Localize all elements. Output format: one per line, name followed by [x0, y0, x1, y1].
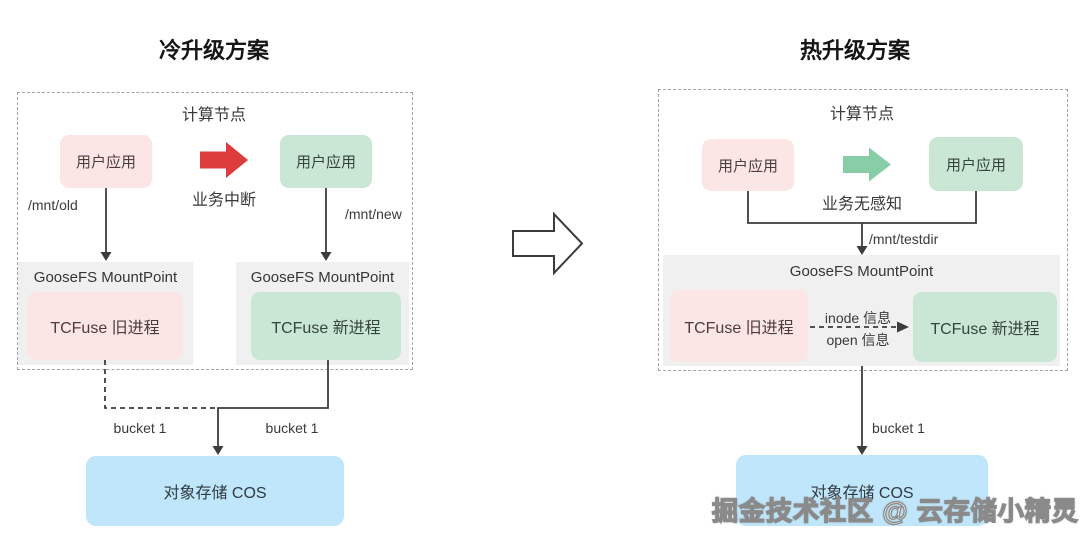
cold-mount-old-label: /mnt/old — [28, 197, 78, 213]
hot-cos-storage: 对象存储 COS — [736, 455, 988, 526]
cold-mountpoint-new-header: GooseFS MountPoint — [250, 269, 395, 286]
cold-mount-new-label: /mnt/new — [345, 206, 402, 222]
cold-cos-storage: 对象存储 COS — [86, 456, 344, 526]
cold-user-app-new: 用户应用 — [280, 135, 372, 188]
cold-tcfuse-old-process: TCFuse 旧进程 — [27, 292, 183, 360]
hot-handoff-open-label: open 信息 — [826, 332, 890, 348]
cold-mountpoint-old-box: GooseFS MountPoint TCFuse 旧进程 — [18, 262, 193, 365]
cold-compute-node-label: 计算节点 — [181, 107, 246, 124]
cold-transition-label: 业务中断 — [191, 192, 256, 209]
hot-user-app-new: 用户应用 — [929, 137, 1023, 191]
hot-user-app-old: 用户应用 — [702, 139, 794, 191]
cold-user-app-old: 用户应用 — [60, 135, 152, 188]
hot-transition-label: 业务无感知 — [821, 196, 902, 213]
cold-mountpoint-old-header: GooseFS MountPoint — [33, 269, 178, 286]
cold-title: 冷升级方案 — [158, 38, 269, 63]
hot-title: 热升级方案 — [799, 38, 910, 63]
cold-bucket-left-label: bucket 1 — [113, 420, 167, 436]
hot-mountpoint-down-arrow — [856, 366, 868, 455]
hot-compute-node-box — [658, 89, 1068, 371]
cold-to-hot-transition-arrow-icon — [512, 211, 584, 276]
hot-mountpoint-box: GooseFS MountPoint TCFuse 旧进程 TCFuse 新进程 — [663, 255, 1060, 366]
cold-new-process-connector-arrow — [212, 360, 329, 455]
cold-bucket-right-label: bucket 1 — [265, 420, 319, 436]
hot-mount-label: /mnt/testdir — [869, 231, 939, 247]
hot-mountpoint-header: GooseFS MountPoint — [789, 263, 934, 280]
watermark-text: 掘金技术社区 @ 云存储小精灵 — [711, 495, 1079, 526]
hot-compute-node-label: 计算节点 — [829, 106, 894, 123]
cold-mountpoint-new-box: GooseFS MountPoint TCFuse 新进程 — [236, 262, 409, 365]
hot-handoff-inode-label: inode 信息 — [824, 310, 892, 326]
cold-tcfuse-new-process: TCFuse 新进程 — [251, 292, 401, 360]
hot-tcfuse-new-process: TCFuse 新进程 — [913, 292, 1057, 362]
hot-tcfuse-old-process: TCFuse 旧进程 — [670, 290, 808, 362]
hot-bucket-label: bucket 1 — [872, 420, 925, 436]
